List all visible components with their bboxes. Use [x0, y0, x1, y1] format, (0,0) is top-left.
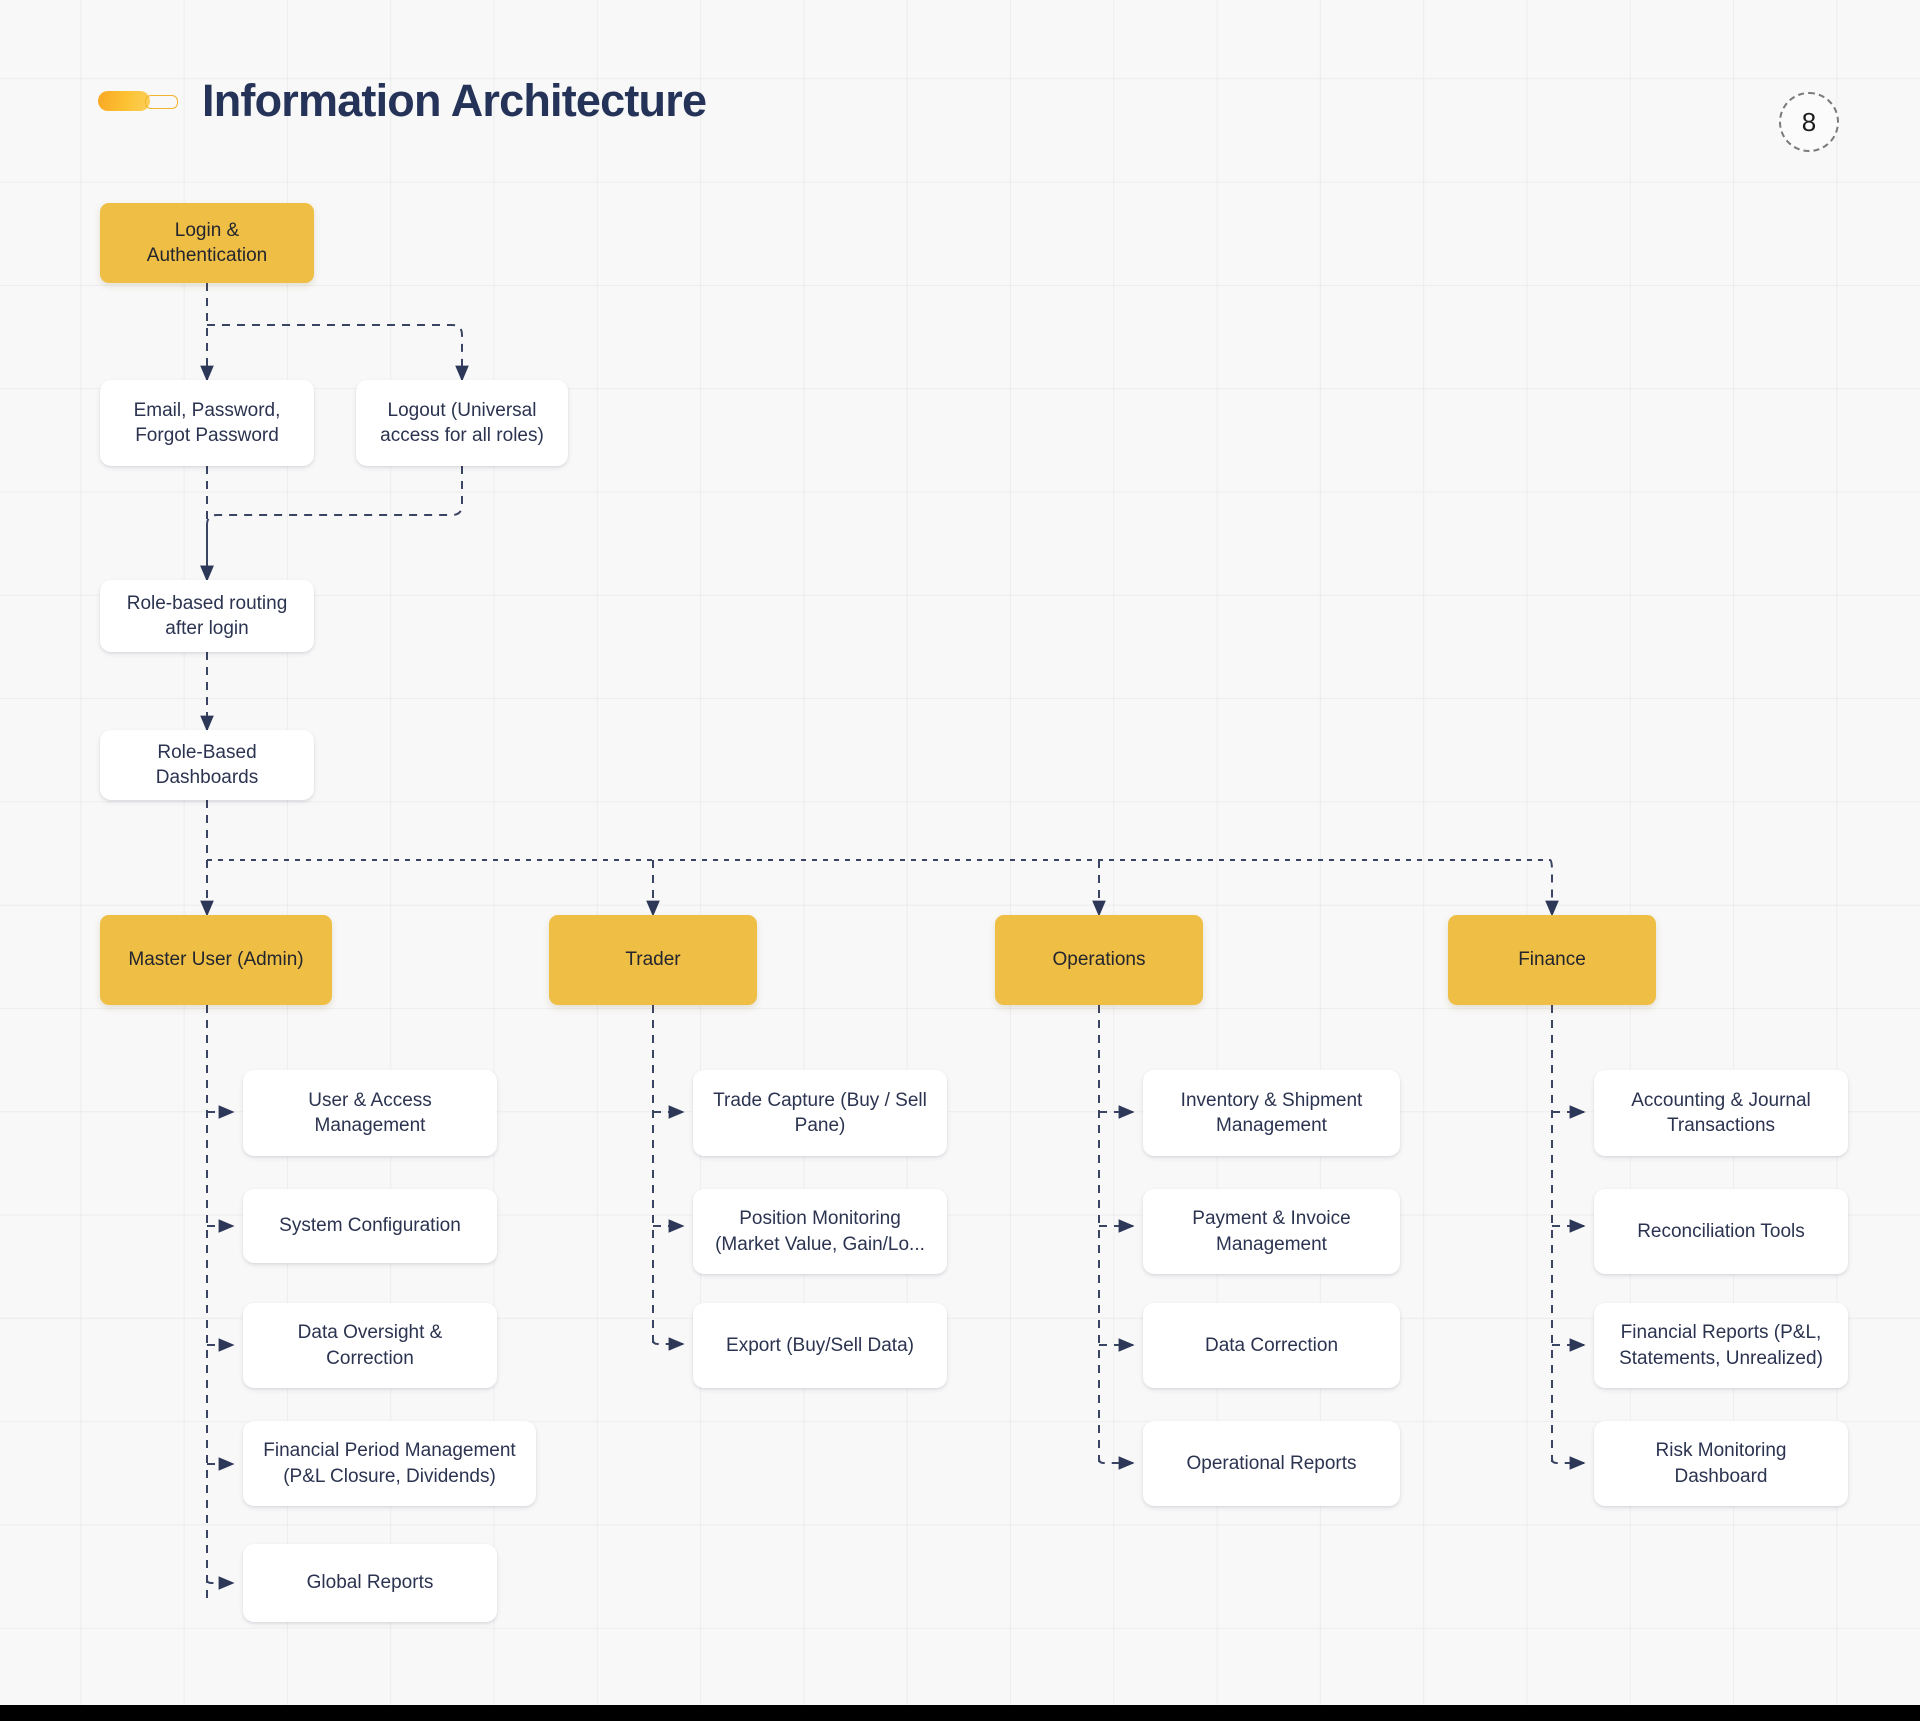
node-global-reports[interactable]: Global Reports	[243, 1544, 497, 1622]
node-inventory-shipment-management[interactable]: Inventory & Shipment Management	[1143, 1070, 1400, 1156]
node-user-access-management[interactable]: User & Access Management	[243, 1070, 497, 1156]
node-data-oversight-correction[interactable]: Data Oversight & Correction	[243, 1303, 497, 1388]
node-role-based-routing[interactable]: Role-based routing after login	[100, 580, 314, 652]
page-number-badge: 8	[1779, 92, 1839, 152]
node-accounting-journal-transactions[interactable]: Accounting & Journal Transactions	[1594, 1070, 1848, 1156]
node-system-configuration[interactable]: System Configuration	[243, 1189, 497, 1263]
node-email-password-forgot[interactable]: Email, Password, Forgot Password	[100, 380, 314, 466]
node-data-correction[interactable]: Data Correction	[1143, 1303, 1400, 1388]
pill-accent-icon	[98, 89, 178, 113]
page-header: Information Architecture	[98, 75, 707, 126]
node-role-based-dashboards[interactable]: Role-Based Dashboards	[100, 730, 314, 800]
node-logout-universal[interactable]: Logout (Universal access for all roles)	[356, 380, 568, 466]
node-financial-reports[interactable]: Financial Reports (P&L, Statements, Unre…	[1594, 1303, 1848, 1388]
node-role-finance[interactable]: Finance	[1448, 915, 1656, 1005]
node-role-operations[interactable]: Operations	[995, 915, 1203, 1005]
node-position-monitoring[interactable]: Position Monitoring (Market Value, Gain/…	[693, 1189, 947, 1274]
node-trade-capture[interactable]: Trade Capture (Buy / Sell Pane)	[693, 1070, 947, 1156]
bottom-bar	[0, 1705, 1920, 1721]
page-title: Information Architecture	[202, 75, 707, 126]
node-payment-invoice-management[interactable]: Payment & Invoice Management	[1143, 1189, 1400, 1274]
node-export-buy-sell-data[interactable]: Export (Buy/Sell Data)	[693, 1303, 947, 1388]
node-risk-monitoring-dashboard[interactable]: Risk Monitoring Dashboard	[1594, 1421, 1848, 1506]
node-role-master-user[interactable]: Master User (Admin)	[100, 915, 332, 1005]
node-role-trader[interactable]: Trader	[549, 915, 757, 1005]
node-financial-period-management[interactable]: Financial Period Management (P&L Closure…	[243, 1421, 536, 1506]
node-operational-reports[interactable]: Operational Reports	[1143, 1421, 1400, 1506]
node-reconciliation-tools[interactable]: Reconciliation Tools	[1594, 1189, 1848, 1274]
node-login-authentication[interactable]: Login & Authentication	[100, 203, 314, 283]
